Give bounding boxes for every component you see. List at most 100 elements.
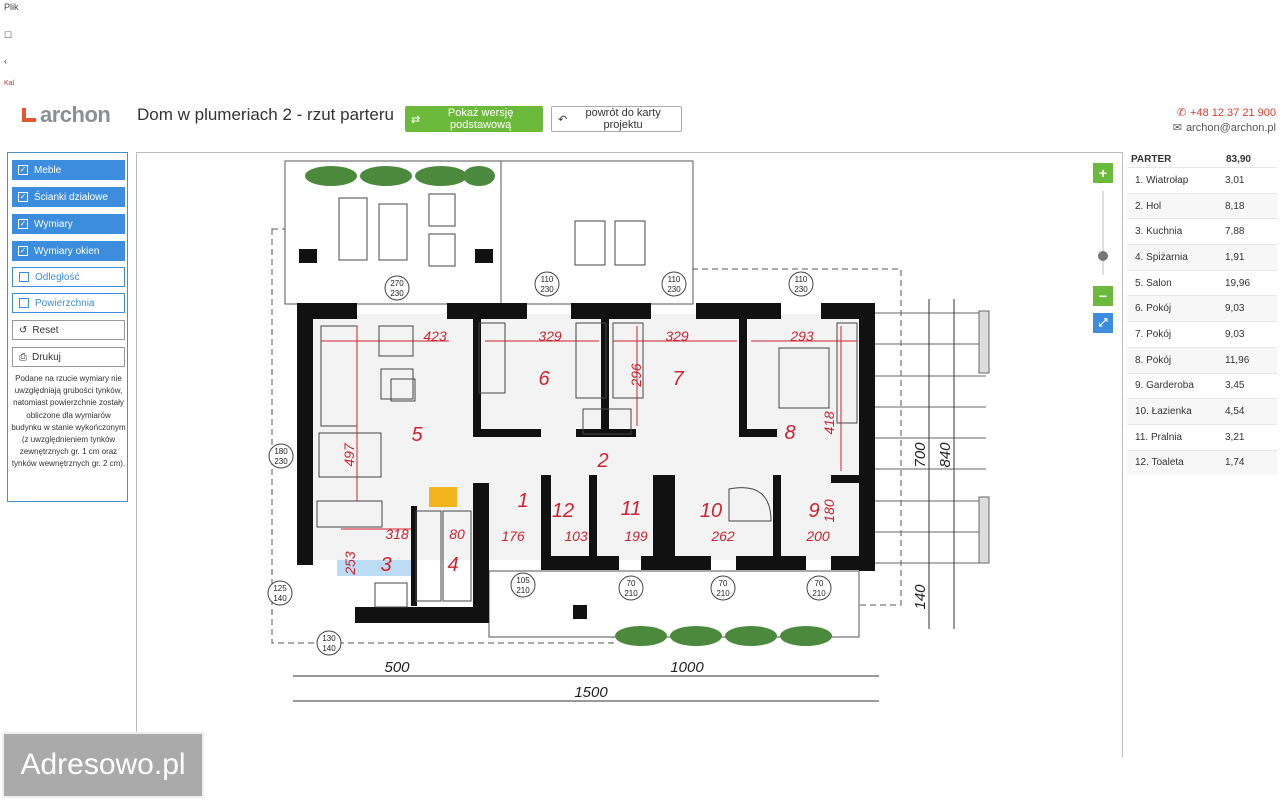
room-name: 4. Spiżarnia — [1135, 251, 1188, 263]
email-address: archon@archon.pl — [1185, 121, 1276, 134]
window-width: 110 — [668, 275, 681, 284]
window-width: 70 — [815, 579, 824, 588]
dimension-label: 418 — [821, 411, 837, 435]
table-header: PARTER 83,90 — [1127, 152, 1277, 167]
reset-icon: ↺ — [19, 324, 28, 336]
room-area: 1,91 — [1225, 251, 1245, 263]
window-width: 125 — [273, 584, 287, 593]
table-row: 12. Toaleta 1,74 — [1127, 449, 1277, 476]
plus-icon: + — [1098, 165, 1108, 181]
zoom-in-button[interactable]: + — [1093, 163, 1113, 183]
minus-icon: − — [1098, 288, 1108, 304]
window-width: 110 — [795, 275, 808, 284]
room-number-10: 10 — [700, 500, 722, 522]
floor-plan-viewer[interactable]: 1 2 3 4 5 6 7 8 9 10 11 12 423 329 329 2… — [136, 152, 1123, 757]
dimension-label: 329 — [538, 328, 562, 344]
window-height: 210 — [624, 589, 638, 598]
dimension-label: 103 — [564, 528, 588, 544]
table-row: 11. Pralnia 3,21 — [1127, 423, 1277, 450]
zoom-out-button[interactable]: − — [1093, 286, 1113, 306]
dimension-label: 176 — [501, 528, 525, 544]
show-basic-version-label: Pokaż wersję podstawową — [447, 107, 514, 131]
dimension-label: 180 — [821, 499, 837, 523]
table-row: 1. Wiatrołap 3,01 — [1127, 167, 1277, 193]
dimension-label: 700 — [912, 442, 929, 468]
room-area: 7,88 — [1225, 226, 1245, 238]
floor-total-area: 83,90 — [1225, 154, 1251, 165]
room-name: 7. Pokój — [1135, 328, 1172, 340]
room-number-2: 2 — [596, 450, 608, 472]
toggle-label: Wymiary — [34, 218, 73, 230]
email-link[interactable]: ✉archon@archon.pl — [1172, 121, 1276, 135]
print-button[interactable]: ⎙Drukuj — [12, 347, 125, 367]
toggle-label: Ścianki działowe — [34, 191, 108, 203]
dimension-label: 318 — [385, 526, 409, 542]
fullscreen-button[interactable]: ⤢ — [1093, 313, 1113, 333]
room-name: 11. Pralnia — [1135, 431, 1183, 443]
room-area: 3,01 — [1225, 174, 1245, 186]
dimension-label: 1500 — [574, 684, 608, 701]
room-area: 3,21 — [1225, 431, 1245, 443]
checkbox-icon: ✓ — [18, 165, 28, 175]
checkbox-icon: ✓ — [18, 246, 28, 256]
toggle-partition-walls[interactable]: ✓Ścianki działowe — [12, 187, 125, 207]
room-number-1: 1 — [517, 490, 528, 512]
dimension-label: 140 — [912, 584, 929, 610]
phone-number: +48 12 37 21 900 — [1190, 106, 1276, 119]
window-height: 140 — [273, 594, 287, 603]
envelope-icon: ✉ — [1172, 122, 1182, 134]
room-number-3: 3 — [380, 554, 391, 576]
checkbox-icon: ✓ — [18, 219, 28, 229]
phone-link[interactable]: ✆+48 12 37 21 900 — [1176, 106, 1276, 120]
zoom-slider-track[interactable] — [1102, 191, 1104, 275]
room-name: 10. Łazienka — [1135, 406, 1192, 418]
window-width: 180 — [274, 447, 288, 456]
room-name: 12. Toaleta — [1135, 457, 1184, 469]
browser-edge-strip: Plik ☐ ‹ Kal — [0, 0, 19, 95]
room-area: 9,03 — [1225, 303, 1245, 315]
toggle-dimensions[interactable]: ✓ Wymiary — [12, 214, 125, 234]
room-area: 19,96 — [1225, 277, 1251, 289]
toggle-furniture[interactable]: ✓Meble — [12, 160, 125, 180]
room-name: 8. Pokój — [1135, 354, 1172, 366]
room-name: 5. Salon — [1135, 277, 1172, 289]
toggle-label: Wymiary okien — [34, 245, 100, 257]
zoom-slider-handle[interactable] — [1098, 251, 1108, 261]
toggle-area[interactable]: Powierzchnia — [12, 293, 125, 313]
table-row: 4. Spiżarnia 1,91 — [1127, 244, 1277, 270]
dimension-label: 497 — [341, 442, 357, 467]
toggle-distance[interactable]: Odległość — [12, 267, 125, 287]
window-width: 110 — [541, 275, 554, 284]
room-number-4: 4 — [447, 554, 458, 576]
dimensions-note: Podane na rzucie wymiary nie uwzględniaj… — [11, 374, 126, 469]
floor-label: PARTER — [1131, 154, 1172, 165]
window-height: 230 — [540, 285, 554, 294]
room-number-11: 11 — [621, 498, 642, 520]
toggle-label: Powierzchnia — [35, 297, 95, 309]
room-name: 1. Wiatrołap — [1135, 174, 1189, 186]
room-area: 8,18 — [1225, 200, 1245, 212]
room-area: 1,74 — [1225, 457, 1245, 469]
show-basic-version-button[interactable]: ⇄ Pokaż wersję podstawową — [405, 106, 543, 132]
print-label: Drukuj — [32, 351, 61, 363]
swap-icon: ⇄ — [411, 113, 421, 126]
room-number-8: 8 — [784, 422, 795, 444]
room-name: 9. Garderoba — [1135, 380, 1194, 392]
dimension-label: 296 — [628, 363, 644, 388]
back-to-project-label: powrót do karty projektu — [585, 107, 661, 131]
reset-button[interactable]: ↺Reset — [12, 320, 125, 340]
dimension-label: 200 — [805, 528, 830, 544]
toggle-window-dimensions[interactable]: ✓ Wymiary okien — [12, 241, 125, 261]
dimension-label: 840 — [937, 442, 954, 468]
browser-tab-icon: ☐ — [4, 30, 13, 40]
window-width: 130 — [322, 634, 336, 643]
window-height: 230 — [390, 289, 404, 298]
room-area: 11,96 — [1225, 354, 1250, 366]
room-number-5: 5 — [411, 424, 423, 446]
phone-icon: ✆ — [1176, 107, 1187, 119]
archon-logo[interactable]: archon — [22, 102, 111, 127]
back-to-project-button[interactable]: ↶powrót do karty projektu — [551, 106, 682, 132]
floor-plan-drawing: 1 2 3 4 5 6 7 8 9 10 11 12 423 329 329 2… — [267, 160, 990, 702]
